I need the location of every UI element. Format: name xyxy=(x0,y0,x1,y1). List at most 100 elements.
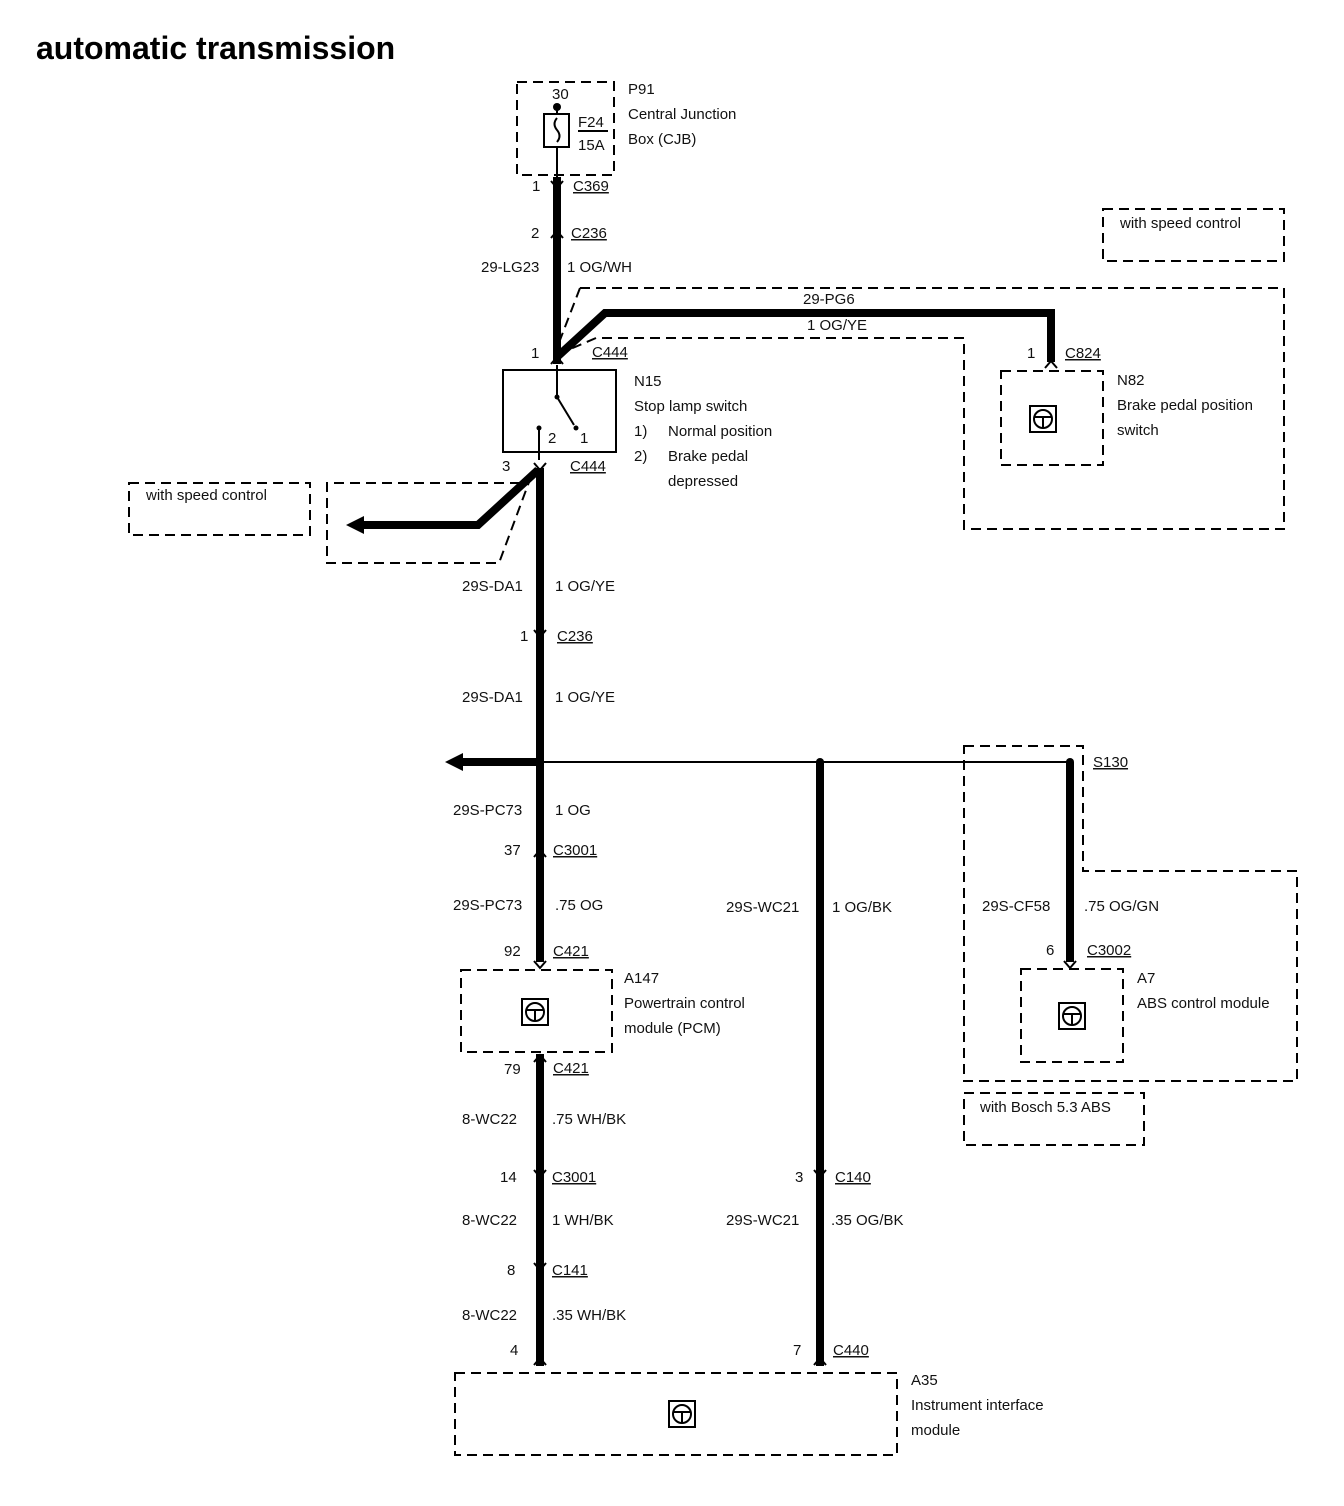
a7-name: ABS control module xyxy=(1137,995,1270,1012)
cjb-name-2: Box (CJB) xyxy=(628,131,696,148)
c421b-pin: 79 xyxy=(504,1061,521,1078)
c421a-pin: 92 xyxy=(504,943,521,960)
w5-circuit: 29S-PC73 xyxy=(453,802,522,819)
w11-circuit: 29S-WC21 xyxy=(726,1212,799,1229)
n82-id: N82 xyxy=(1117,372,1145,389)
w10-spec: 1 WH/BK xyxy=(552,1212,614,1229)
c824-pin: 1 xyxy=(1027,345,1035,362)
c141-label: C141 xyxy=(552,1262,588,1279)
n15-contact-1: 1 xyxy=(580,430,588,447)
a7-id: A7 xyxy=(1137,970,1155,987)
c3001a-label: C3001 xyxy=(553,842,597,859)
w6-circuit: 29S-PC73 xyxy=(453,897,522,914)
a35-id: A35 xyxy=(911,1372,938,1389)
w12-spec: .35 WH/BK xyxy=(552,1307,626,1324)
cjb-name-1: Central Junction xyxy=(628,106,736,123)
n15-note-2b: depressed xyxy=(668,473,738,490)
speed-control-label-2: with speed control xyxy=(145,487,267,504)
c140-pin: 3 xyxy=(795,1169,803,1186)
c3001b-pin: 14 xyxy=(500,1169,517,1186)
iim-module-icon xyxy=(668,1400,696,1428)
cjb-id: P91 xyxy=(628,81,655,98)
w10-circuit: 8-WC22 xyxy=(462,1212,517,1229)
n15-switch-body xyxy=(502,369,617,453)
c444-top-label: C444 xyxy=(592,344,628,361)
w8-spec: .75 OG/GN xyxy=(1084,898,1159,915)
n82-name-2: switch xyxy=(1117,422,1159,439)
w9-circuit: 8-WC22 xyxy=(462,1111,517,1128)
a7-outline xyxy=(1020,968,1124,1063)
c421b-label: C421 xyxy=(553,1060,589,1077)
page-title: automatic transmission xyxy=(36,30,395,66)
n82-outline xyxy=(1000,370,1104,466)
a147-name-2: module (PCM) xyxy=(624,1020,721,1037)
speed-control-region-left xyxy=(326,473,533,564)
w3-spec: 1 OG/YE xyxy=(555,578,615,595)
w4-spec: 1 OG/YE xyxy=(555,689,615,706)
n15-id: N15 xyxy=(634,373,662,390)
wire-speed-control-branch xyxy=(362,467,541,529)
c369-pin: 1 xyxy=(532,178,540,195)
switch-contact-icon xyxy=(556,396,575,426)
c440-pin: 7 xyxy=(793,1342,801,1359)
n15-contact-2: 2 xyxy=(548,430,556,447)
a147-name-1: Powertrain control xyxy=(624,995,745,1012)
w1-circuit: 29-LG23 xyxy=(481,259,539,276)
c444-top-pin: 1 xyxy=(531,345,539,362)
wire-29-pg6 xyxy=(554,309,1055,362)
a35-name-1: Instrument interface xyxy=(911,1397,1044,1414)
w1-spec: 1 OG/WH xyxy=(567,259,632,276)
c236a-label: C236 xyxy=(571,225,607,242)
n15-name: Stop lamp switch xyxy=(634,398,747,415)
c444-bot-pin: 3 xyxy=(502,458,510,475)
c824-label: C824 xyxy=(1065,345,1101,362)
abs-module-icon xyxy=(1058,1002,1086,1030)
a147-outline xyxy=(460,969,613,1053)
a35-name-2: module xyxy=(911,1422,960,1439)
speed-control-region-top xyxy=(559,287,1285,530)
c440-left-pin: 4 xyxy=(510,1342,518,1359)
n15-note-1: Normal position xyxy=(668,423,772,440)
w5-spec: 1 OG xyxy=(555,802,591,819)
c3002-label: C3002 xyxy=(1087,942,1131,959)
n82-name-1: Brake pedal position xyxy=(1117,397,1253,414)
c369-label: C369 xyxy=(573,178,609,195)
s130-label: S130 xyxy=(1093,754,1128,771)
bosch-abs-region xyxy=(963,745,1298,1082)
c440-label: C440 xyxy=(833,1342,869,1359)
c421a-label: C421 xyxy=(553,943,589,960)
c236b-pin: 1 xyxy=(520,628,528,645)
c140-label: C140 xyxy=(835,1169,871,1186)
speed-control-box-2 xyxy=(128,482,311,536)
speed-control-box-1 xyxy=(1102,208,1285,262)
a147-id: A147 xyxy=(624,970,659,987)
w6-spec: .75 OG xyxy=(555,897,603,914)
c3002-pin: 6 xyxy=(1046,942,1054,959)
w7-spec: 1 OG/BK xyxy=(832,899,892,916)
c444-bot-label: C444 xyxy=(570,458,606,475)
speed-control-label-1: with speed control xyxy=(1119,215,1241,232)
arrow-left-icon xyxy=(346,516,364,534)
n15-note-2a: Brake pedal xyxy=(668,448,748,465)
arrow-left-icon-2 xyxy=(445,753,463,771)
w11-spec: .35 OG/BK xyxy=(831,1212,904,1229)
c236b-label: C236 xyxy=(557,628,593,645)
w2-circuit: 29-PG6 xyxy=(803,291,855,308)
w12-circuit: 8-WC22 xyxy=(462,1307,517,1324)
cjb-pin: 30 xyxy=(552,86,569,103)
n15-note-2-num: 2) xyxy=(634,448,647,465)
n82-module-icon xyxy=(1029,405,1057,433)
w7-circuit: 29S-WC21 xyxy=(726,899,799,916)
n15-note-1-num: 1) xyxy=(634,423,647,440)
cjb-outline xyxy=(516,81,615,176)
w8-circuit: 29S-CF58 xyxy=(982,898,1050,915)
bosch-note: with Bosch 5.3 ABS xyxy=(979,1099,1111,1116)
c236a-pin: 2 xyxy=(531,225,539,242)
w2-spec: 1 OG/YE xyxy=(807,317,867,334)
fuse-rating: 15A xyxy=(578,137,605,154)
w9-spec: .75 WH/BK xyxy=(552,1111,626,1128)
w4-circuit: 29S-DA1 xyxy=(462,689,523,706)
bosch-note-box xyxy=(963,1092,1145,1146)
c3001a-pin: 37 xyxy=(504,842,521,859)
